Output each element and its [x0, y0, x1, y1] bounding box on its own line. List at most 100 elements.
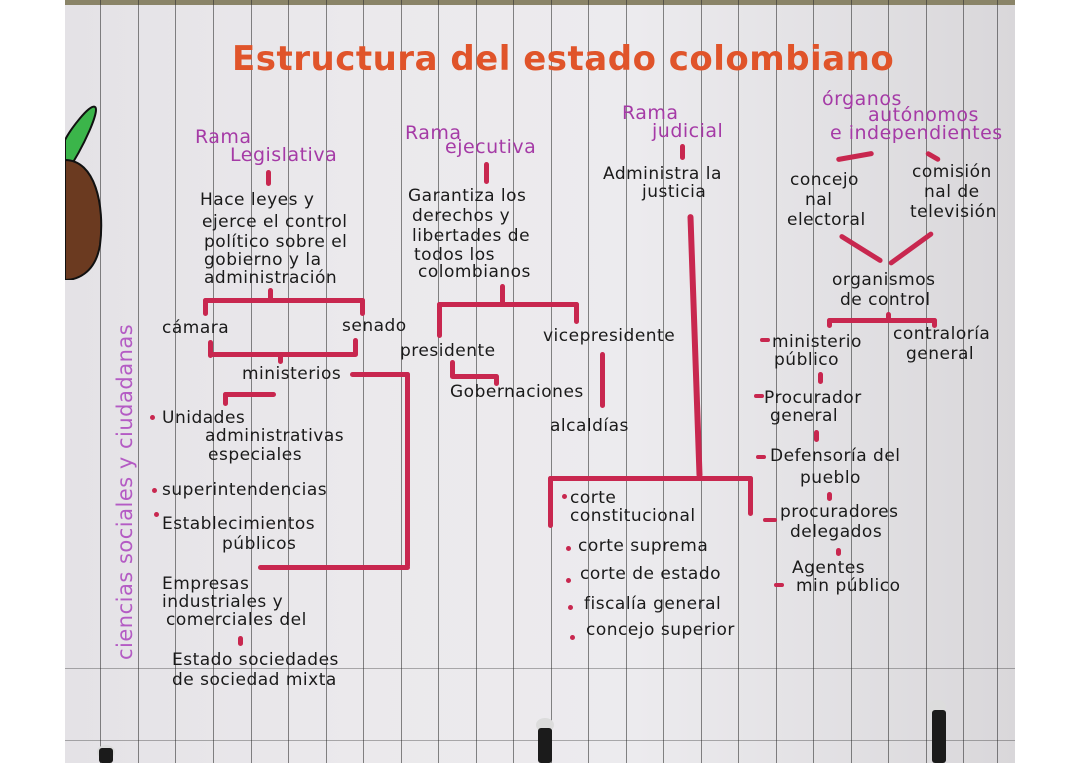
connector: [450, 360, 455, 378]
control-child-ministerio-1: ministerio: [772, 332, 862, 352]
binder-ring: [932, 710, 946, 763]
connector: [203, 298, 365, 303]
ejecutiva-desc-1: Garantiza los: [408, 186, 527, 206]
organos-child-cne-2: nal: [805, 190, 833, 210]
ejecutiva-child-vicepresidente: vicepresidente: [543, 326, 676, 346]
ejecutiva-subchild-gobernaciones: Gobernaciones: [450, 382, 584, 402]
connector: [437, 302, 442, 338]
connector: [827, 492, 832, 501]
connector: [350, 372, 410, 377]
connector: [814, 430, 819, 442]
connector: [763, 518, 777, 522]
connector: [827, 318, 832, 328]
connector: [548, 476, 553, 528]
ejecutiva-desc-5: colombianos: [418, 262, 531, 282]
legislativa-desc-5: administración: [204, 268, 338, 288]
connector: [223, 392, 228, 406]
connector: [886, 312, 891, 322]
sociedades-2: de sociedad mixta: [172, 670, 337, 690]
organos-child-cntv-1: comisión: [912, 162, 992, 182]
branch-judicial-heading-1: Rama: [622, 102, 679, 124]
connector: [760, 338, 770, 342]
judicial-item-corte-suprema: corte suprema: [578, 536, 709, 556]
ministerio-item-procuradores-1: procuradores: [780, 502, 899, 522]
binder-ring: [99, 748, 113, 763]
connector: [360, 298, 365, 316]
marker-pen-icon: [65, 105, 103, 280]
connector: [223, 392, 276, 397]
organos-child-cne-1: concejo: [790, 170, 859, 190]
connector: [756, 455, 766, 459]
connector: [548, 476, 753, 481]
bullet: [570, 635, 575, 640]
ministerios-item-unidades-3: especiales: [208, 445, 303, 465]
binder-ring: [538, 728, 552, 763]
branch-legislativa-heading-2: Legislativa: [230, 144, 338, 166]
page-title: Estructura del estado colombiano: [232, 39, 895, 79]
connector: [600, 352, 605, 408]
judicial-item-fiscalia-general: fiscalía general: [584, 594, 722, 614]
connector: [774, 583, 784, 587]
ministerio-item-procurador-2: general: [770, 406, 839, 426]
branch-legislativa-heading-1: Rama: [195, 126, 252, 148]
ministerio-item-agentes-1: Agentes: [792, 558, 866, 578]
connector: [754, 394, 764, 398]
legislativa-child-senado: senado: [342, 316, 407, 336]
empresas-2: industriales y: [162, 592, 284, 612]
control-child-ministerio-2: público: [774, 350, 840, 370]
legislativa-desc-4: gobierno y la: [204, 250, 322, 270]
ministerio-item-defensoria-2: pueblo: [800, 468, 861, 488]
connector: [450, 374, 498, 379]
connector: [266, 170, 271, 186]
ejecutiva-subchild-alcaldias: alcaldías: [550, 416, 629, 436]
control-child-contraloria-2: general: [906, 344, 975, 364]
ministerio-item-defensoria-1: Defensoría del: [770, 446, 901, 466]
bullet: [152, 488, 157, 493]
connector: [437, 302, 579, 307]
ministerios-label: ministerios: [242, 364, 342, 384]
notebook-page: [65, 0, 1015, 763]
bullet: [562, 494, 567, 499]
empresas-3: comerciales del: [166, 610, 307, 630]
judicial-item-corte-constitucional: corte constitucional: [570, 488, 696, 526]
ministerio-item-agentes-2: min público: [796, 576, 901, 596]
connector: [208, 352, 358, 357]
legislativa-desc-1: Hace leyes y: [200, 190, 315, 210]
empresas-1: Empresas: [162, 574, 250, 594]
organos-child-cne-3: electoral: [787, 210, 866, 230]
legislativa-desc-3: político sobre el: [204, 232, 348, 252]
legislativa-desc-2: ejerce el control: [202, 212, 348, 232]
connector: [268, 288, 273, 302]
ministerios-item-establecimientos-2: públicos: [222, 534, 297, 554]
branch-organos-heading-3: e independientes: [830, 122, 1003, 144]
bullet: [566, 546, 571, 551]
connector: [574, 302, 579, 324]
control-child-contraloria-1: contraloría: [893, 324, 991, 344]
ministerios-item-establecimientos-1: Establecimientos: [162, 514, 316, 534]
ejecutiva-child-presidente: presidente: [400, 341, 496, 361]
connector: [932, 318, 937, 328]
bullet: [150, 415, 155, 420]
branch-organos-heading-2: autónomos: [868, 104, 979, 126]
organos-child-cntv-3: televisión: [910, 202, 997, 222]
organos-control-heading-1: organismos: [832, 270, 936, 290]
ejecutiva-desc-3: libertades de: [412, 226, 531, 246]
branch-ejecutiva-heading-1: Rama: [405, 122, 462, 144]
ministerio-item-procuradores-2: delegados: [790, 522, 883, 542]
ministerio-item-procurador-1: Procurador: [764, 388, 862, 408]
ministerios-item-superintendencias: superintendencias: [162, 480, 328, 500]
branch-ejecutiva-heading-2: ejecutiva: [445, 136, 537, 158]
connector: [818, 372, 823, 384]
page-edge: [65, 0, 1015, 5]
connector: [836, 548, 841, 556]
organos-control-heading-2: de control: [840, 290, 931, 310]
branch-organos-heading-1: órganos: [822, 88, 902, 110]
ejecutiva-desc-2: derechos y: [412, 206, 511, 226]
bullet: [566, 578, 571, 583]
branch-judicial-heading-2: judicial: [652, 120, 724, 142]
organos-child-cntv-2: nal de: [924, 182, 980, 202]
connector: [203, 298, 208, 316]
bullet: [568, 605, 573, 610]
connector: [680, 144, 685, 160]
judicial-item-concejo-superior: concejo superior: [586, 620, 735, 640]
